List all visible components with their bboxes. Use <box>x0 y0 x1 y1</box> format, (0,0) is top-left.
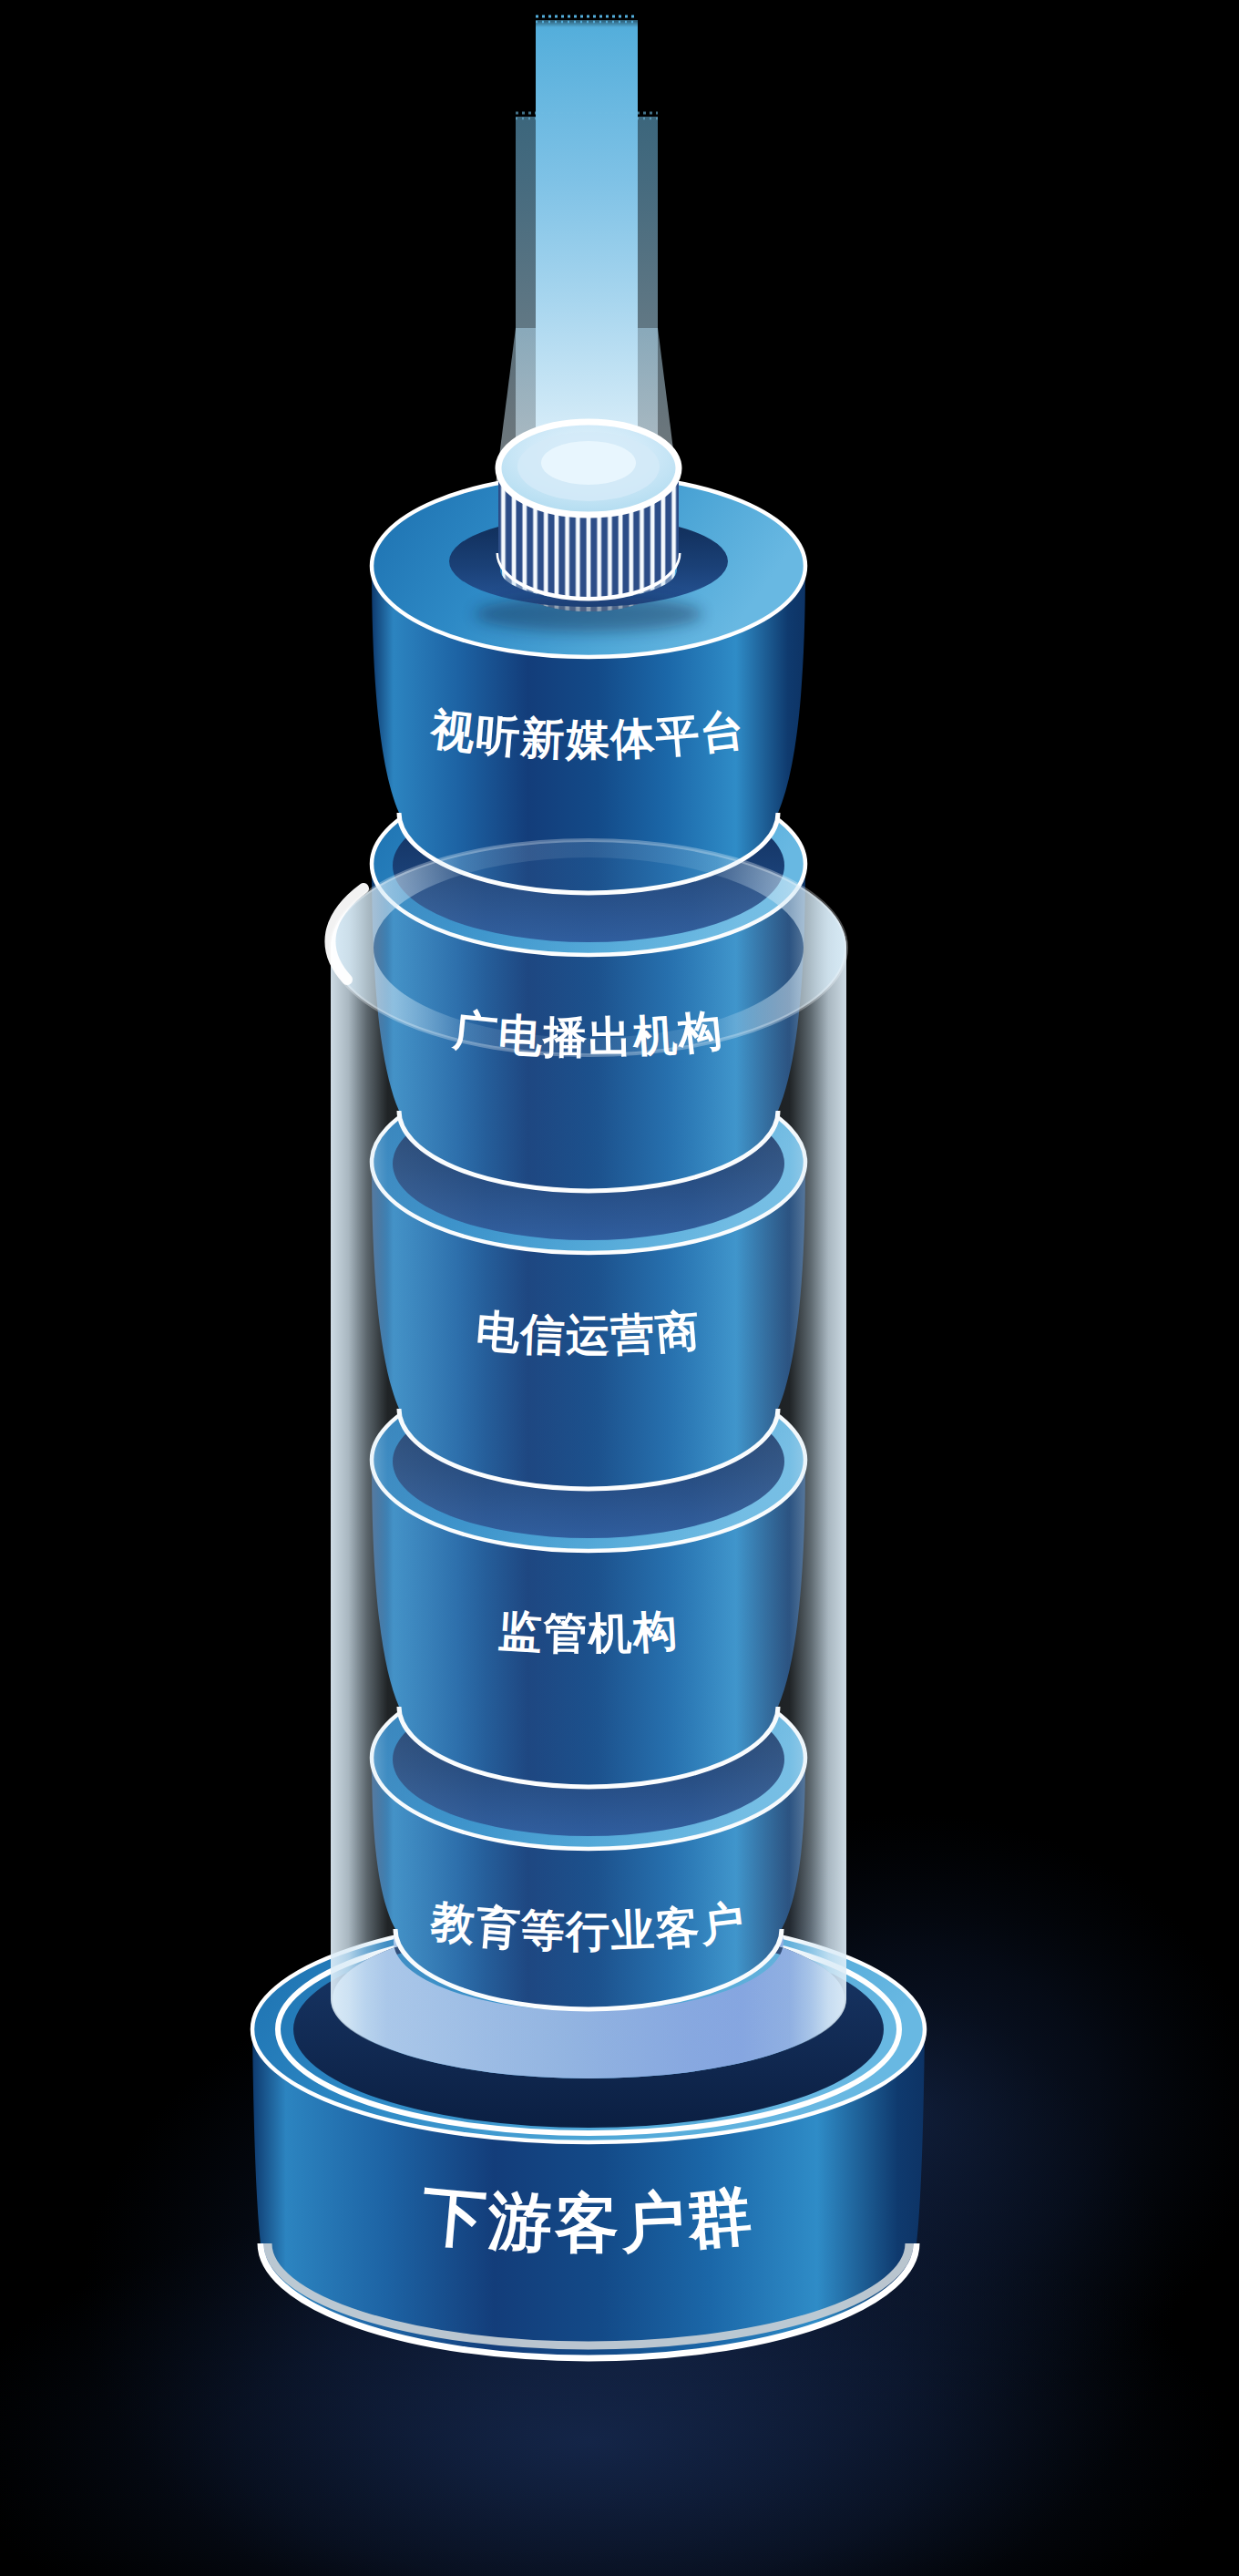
cap-top-pool-core <box>541 441 636 485</box>
cylinder-label-3: 电信运营商 <box>474 1306 702 1360</box>
base-label: 下游客户群 <box>419 2180 758 2260</box>
cylinder-label-2: 广电播出机构 <box>450 1005 725 1062</box>
cap-shadow <box>475 596 702 632</box>
